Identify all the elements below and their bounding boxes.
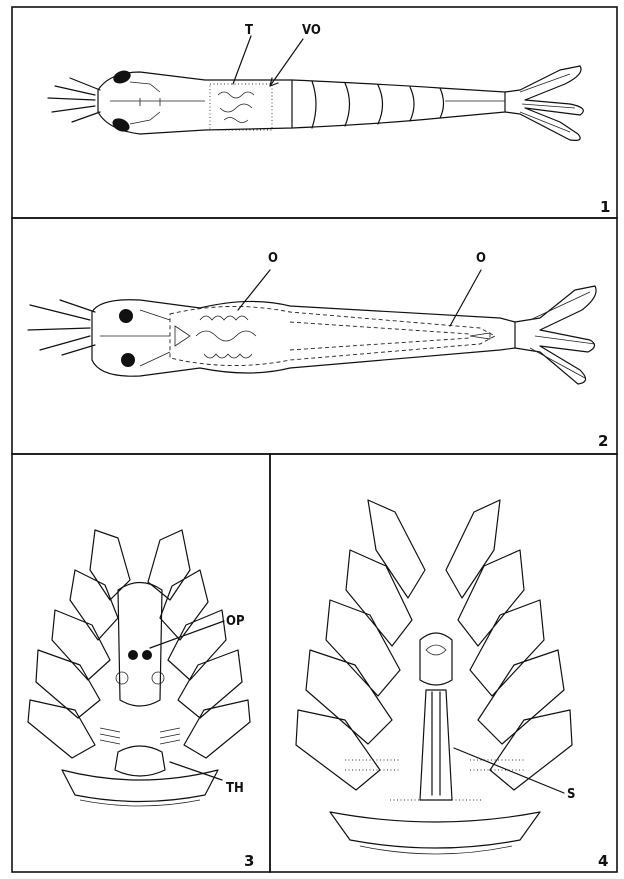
panel-4-number: 4 — [598, 852, 608, 870]
panel-1-number: 1 — [600, 198, 610, 216]
panel-1-frame — [12, 7, 617, 218]
label-T: T — [245, 23, 253, 38]
label-OP: OP — [226, 614, 245, 629]
leader-VO — [270, 39, 303, 86]
op-right-icon — [142, 650, 152, 660]
panel-1-leaders — [233, 36, 303, 86]
label-O-left: O — [268, 251, 278, 266]
panel-3-thorax — [28, 530, 250, 806]
eye-bottom-icon-2 — [121, 353, 135, 367]
label-O-right: O — [476, 251, 486, 266]
panel-3-number: 3 — [244, 852, 254, 870]
label-VO: VO — [302, 23, 321, 38]
label-S: S — [567, 787, 575, 802]
panel-4-frame — [270, 454, 617, 872]
panel-2-number: 2 — [598, 432, 608, 450]
panel-3-frame — [12, 454, 270, 872]
eye-top-icon-2 — [119, 309, 133, 323]
op-left-icon — [128, 650, 138, 660]
leader-O-right — [450, 270, 481, 326]
label-TH: TH — [226, 781, 244, 796]
panel-1-shrimp-dorsal — [48, 66, 583, 140]
leader-T — [233, 36, 251, 84]
panel-2-shrimp-ventral — [28, 286, 596, 384]
leader-O-left — [238, 270, 270, 310]
panel-4-thorax — [296, 500, 572, 854]
